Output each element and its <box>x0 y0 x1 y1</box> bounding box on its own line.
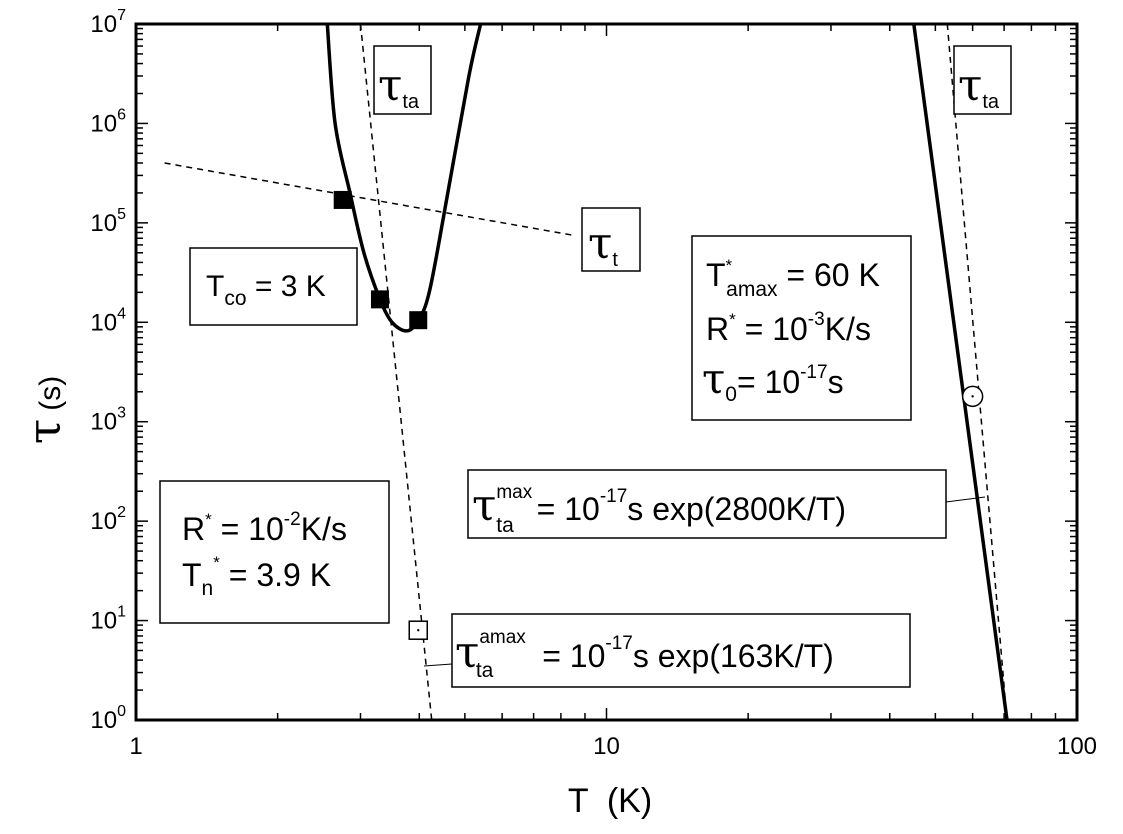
x-tick-label: 10 <box>593 733 620 760</box>
series-line-2 <box>359 23 433 721</box>
param-tamax: T*amax = 60 K <box>706 256 880 301</box>
marker-filled-square-0 <box>333 190 352 209</box>
tco-label: Tco = 3 K <box>206 270 326 310</box>
param-tn: Tn* = 3.9 K <box>182 553 331 600</box>
y-tick-base: 10 <box>90 508 117 535</box>
y-tick-exponent: 4 <box>117 305 126 322</box>
y-tick-exponent: 0 <box>117 703 126 720</box>
y-tick-label: 100 <box>90 703 126 734</box>
leader-line-max <box>945 496 986 503</box>
y-tick-label: 102 <box>90 504 126 535</box>
marker-filled-square-2 <box>409 311 428 330</box>
formula-amax-box <box>451 613 911 688</box>
marker-open-square-dot-3 <box>417 629 420 632</box>
y-tick-exponent: 5 <box>117 206 126 223</box>
series-line-3 <box>946 23 1008 721</box>
params-right-box <box>691 235 912 421</box>
marker-open-circle-dot-4 <box>971 395 974 398</box>
tau-ta-left-box <box>373 45 432 115</box>
y-tick-base: 10 <box>90 608 117 635</box>
series-line-4 <box>164 162 574 237</box>
y-tick-base: 10 <box>90 409 117 436</box>
x-tick-label: 1 <box>129 733 142 760</box>
tau-ta-left-label: τta <box>378 60 420 113</box>
y-tick-base: 10 <box>90 309 117 336</box>
y-tick-base: 10 <box>90 707 117 734</box>
y-axis-symbol: τ <box>17 419 71 444</box>
marker-filled-square-1 <box>370 290 389 309</box>
y-tick-exponent: 3 <box>117 405 126 422</box>
series-line-0 <box>325 23 483 333</box>
tau-ta-right-box <box>953 45 1012 115</box>
y-tick-label: 101 <box>90 604 126 635</box>
series-line-1 <box>912 23 1009 721</box>
params-left-box <box>159 480 390 624</box>
y-tick-label: 103 <box>90 405 126 436</box>
formula-max-box <box>467 469 947 539</box>
y-tick-label: 106 <box>90 106 126 137</box>
tau-t-label: τt <box>588 218 618 271</box>
tau-t-box <box>581 207 641 272</box>
y-tick-base: 10 <box>90 210 117 237</box>
y-tick-exponent: 1 <box>117 604 126 621</box>
x-tick-label: 100 <box>1057 733 1097 760</box>
tau-ta-right-label: τta <box>958 60 1000 113</box>
tco-box <box>189 247 358 326</box>
y-axis-title: τ (s) <box>17 376 71 444</box>
y-tick-label: 104 <box>90 305 126 336</box>
markers-layer <box>333 190 984 640</box>
param-rstar-left: R* = 10-2K/s <box>182 509 347 547</box>
param-rstar-right: R* = 10-3K/s <box>706 309 871 347</box>
x-axis-title: T (K) <box>568 782 652 820</box>
y-tick-base: 10 <box>90 11 117 38</box>
axis-ticks-layer <box>135 23 1078 721</box>
y-tick-exponent: 2 <box>117 504 126 521</box>
leader-lines-layer <box>423 496 986 667</box>
y-tick-exponent: 6 <box>117 106 126 123</box>
y-axis-unit: (s) <box>34 376 67 411</box>
y-tick-base: 10 <box>90 110 117 137</box>
param-tau0: τ0= 10-17s <box>702 354 844 406</box>
curves-layer <box>164 23 1009 721</box>
y-tick-label: 107 <box>90 7 126 38</box>
leader-line-amax <box>423 663 453 667</box>
y-tick-exponent: 7 <box>117 7 126 24</box>
y-tick-label: 105 <box>90 206 126 237</box>
